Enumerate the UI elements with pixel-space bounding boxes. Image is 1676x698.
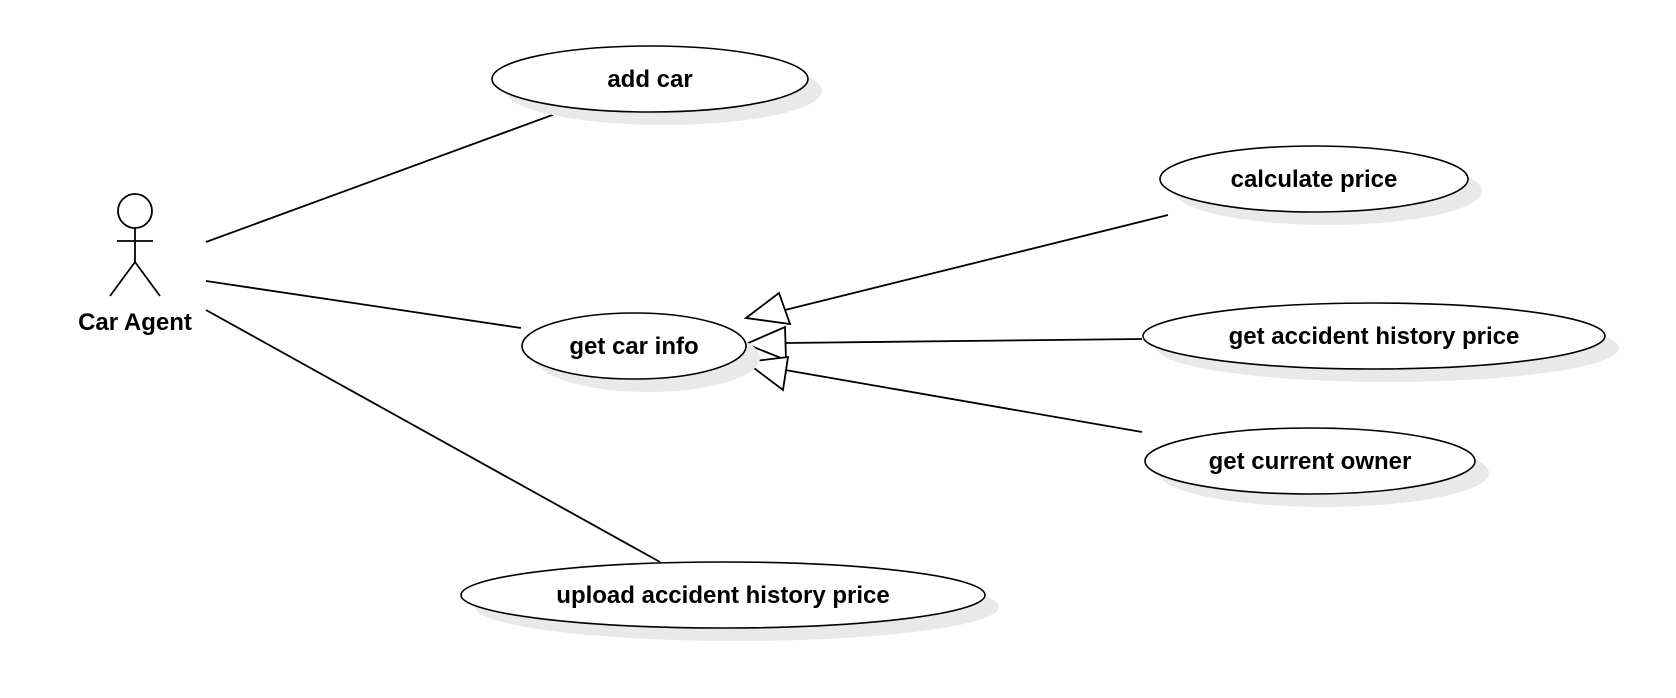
actor-head bbox=[117, 193, 153, 229]
use-case-upload-accident-history-price[interactable]: upload accident history price bbox=[460, 561, 999, 641]
use-case-ellipse bbox=[491, 45, 809, 113]
actor-left-leg bbox=[109, 261, 136, 297]
actor-right-leg bbox=[134, 261, 161, 297]
generalization-arrowhead-calculate-price bbox=[743, 291, 792, 326]
use-case-ellipse bbox=[1142, 302, 1606, 370]
generalization-line-get-current-owner bbox=[784, 369, 1143, 433]
use-case-ellipse bbox=[1159, 145, 1469, 213]
use-case-get-current-owner[interactable]: get current owner bbox=[1144, 427, 1489, 507]
generalization-line-get-accident-history-price bbox=[784, 338, 1143, 344]
association-line-add-car bbox=[205, 113, 556, 243]
actor-label: Car Agent bbox=[78, 309, 192, 336]
use-case-label: get current owner bbox=[1209, 448, 1412, 475]
association-line-upload-accident-history-price bbox=[205, 309, 661, 563]
use-case-add-car[interactable]: add car bbox=[491, 45, 822, 125]
use-case-label: add car bbox=[607, 66, 692, 93]
use-case-ellipse bbox=[460, 561, 986, 629]
use-case-label: get car info bbox=[569, 333, 698, 360]
generalization-line-calculate-price bbox=[784, 214, 1169, 311]
use-case-label: get accident history price bbox=[1229, 323, 1520, 350]
use-case-get-car-info[interactable]: get car info bbox=[521, 312, 760, 392]
use-case-get-accident-history-price[interactable]: get accident history price bbox=[1142, 302, 1619, 382]
use-case-calculate-price[interactable]: calculate price bbox=[1159, 145, 1482, 225]
use-case-label: calculate price bbox=[1231, 166, 1398, 193]
actor-car-agent[interactable]: Car Agent bbox=[78, 193, 192, 336]
use-case-ellipse bbox=[521, 312, 747, 380]
association-line-get-car-info bbox=[205, 280, 522, 329]
use-case-label: upload accident history price bbox=[556, 582, 889, 609]
use-case-ellipse bbox=[1144, 427, 1476, 495]
generalization-arrowhead-get-accident-history-price bbox=[743, 325, 787, 362]
